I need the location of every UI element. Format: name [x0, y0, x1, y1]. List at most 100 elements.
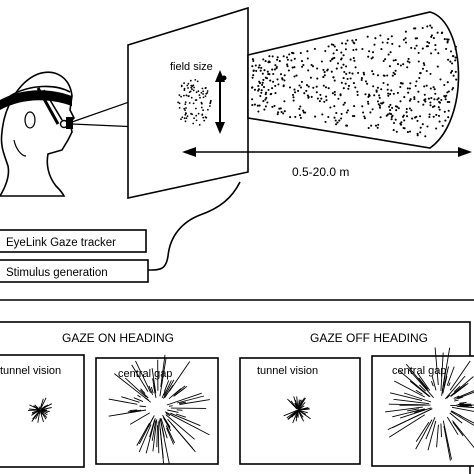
field-dot [400, 123, 403, 126]
stimulus-dot [183, 87, 186, 90]
field-dot [330, 58, 334, 61]
field-dot [299, 116, 302, 119]
field-dot [356, 90, 359, 93]
field-dot [451, 62, 454, 65]
field-dot [401, 82, 404, 85]
flow-ray [179, 399, 210, 405]
field-dot [265, 96, 268, 99]
flow-ray [443, 366, 449, 387]
stimulus-dot [187, 87, 189, 89]
flow-ray [293, 410, 298, 416]
field-dot [421, 123, 424, 126]
field-dot [416, 134, 419, 137]
field-dot [353, 105, 356, 108]
field-dot [322, 84, 325, 87]
field-dot [363, 115, 366, 118]
field-dot [429, 104, 432, 107]
stimulus-dot [192, 122, 195, 125]
field-dot [364, 80, 368, 83]
flow-ray [170, 412, 201, 427]
stimulus-dot [209, 102, 212, 105]
stimulus-dot [205, 116, 208, 119]
field-dot [387, 94, 390, 97]
flow-ray [29, 408, 40, 411]
flow-ray [163, 379, 175, 399]
field-dot [369, 111, 372, 114]
field-dot [438, 101, 442, 104]
field-dot [332, 76, 335, 79]
field-dot [345, 65, 348, 68]
field-dot [293, 75, 296, 78]
field-dot [438, 120, 441, 123]
stimulus-dot [202, 93, 205, 95]
flow-ray [168, 405, 173, 407]
field-dot [277, 83, 280, 86]
flow-ray [450, 410, 462, 417]
stimulus-dot [206, 90, 209, 92]
field-dot [376, 100, 379, 103]
field-dot [444, 119, 447, 122]
field-dot [380, 48, 383, 51]
field-dot [335, 49, 338, 52]
field-dot [364, 93, 367, 96]
field-dot [306, 50, 309, 53]
field-dot [377, 123, 380, 126]
field-dot [356, 93, 359, 97]
field-dot [298, 114, 302, 117]
field-dot [367, 55, 370, 58]
field-dot [322, 76, 325, 79]
field-dot [441, 124, 444, 127]
field-dot [406, 66, 409, 69]
flow-ray [31, 409, 41, 416]
field-dot [343, 101, 346, 104]
panel-gaze-off-tunnel-vision: tunnel vision [239, 357, 361, 465]
flow-ray [160, 354, 166, 387]
field-dot [276, 78, 279, 81]
field-dot [355, 48, 358, 51]
field-dot [432, 86, 435, 89]
flow-ray [294, 399, 298, 409]
flow-ray [450, 383, 467, 397]
flow-ray [453, 385, 461, 393]
field-dot [427, 97, 430, 100]
flow-ray [399, 407, 432, 419]
field-dot [419, 115, 422, 118]
field-dot [400, 121, 403, 124]
field-dot [299, 86, 303, 89]
field-dot [425, 84, 428, 87]
field-dot [299, 51, 302, 55]
field-dot [272, 72, 275, 76]
field-dot [392, 92, 395, 95]
field-dot [423, 93, 426, 96]
field-dot [262, 100, 265, 103]
field-dot [436, 65, 439, 68]
flow-ray [165, 420, 171, 429]
field-dot [342, 77, 345, 80]
field-dot [388, 105, 391, 108]
flow-ray [167, 409, 179, 413]
field-dot [292, 96, 295, 99]
stimulus-dot [207, 108, 209, 111]
flow-ray [414, 408, 426, 414]
flow-ray [131, 364, 149, 392]
field-dot [399, 64, 402, 67]
field-dot [344, 42, 347, 45]
stimulus-dot [198, 94, 201, 96]
flow-ray [415, 389, 423, 395]
flow-ray [153, 385, 157, 398]
field-dot [293, 66, 296, 69]
field-dot [368, 50, 371, 53]
field-dot [398, 45, 401, 48]
field-dot [274, 64, 277, 67]
flow-ray [108, 398, 138, 405]
field-dot [425, 69, 428, 73]
field-dot [426, 40, 429, 44]
field-dot [341, 42, 344, 45]
field-dot [329, 106, 332, 109]
flow-ray [165, 414, 195, 440]
field-dot [261, 83, 264, 86]
flow-ray [129, 412, 150, 425]
flow-ray [40, 406, 46, 411]
field-dot [322, 68, 325, 71]
